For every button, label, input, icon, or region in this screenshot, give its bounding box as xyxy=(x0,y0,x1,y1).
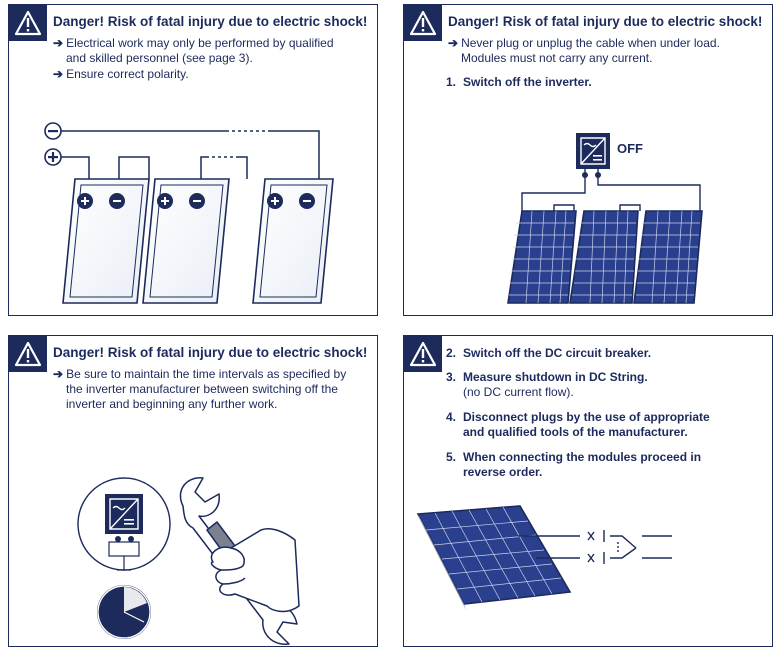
panel2-heading: Danger! Risk of fatal injury due to elec… xyxy=(448,14,763,29)
panel3-bullet-1: ➔Be sure to maintain the time intervals … xyxy=(53,367,347,411)
inverter-icon xyxy=(576,133,610,169)
panel2-step-1: 1.Switch off the inverter. xyxy=(446,75,592,89)
panel4-step-4: 4.Disconnect plugs by the use of appropr… xyxy=(446,410,710,439)
inverter-icon xyxy=(105,494,143,534)
clock-icon xyxy=(97,585,151,639)
panel-switch-off-inverter: Danger! Risk of fatal injury due to elec… xyxy=(403,4,773,316)
wait-before-work-diagram xyxy=(77,477,300,645)
panel1-bullet-1: ➔Electrical work may only be performed b… xyxy=(53,36,334,65)
panel3-heading: Danger! Risk of fatal injury due to elec… xyxy=(53,345,368,360)
panel-polarity: Danger! Risk of fatal injury due to elec… xyxy=(8,4,378,316)
warning-triangle-icon xyxy=(9,336,47,372)
warning-triangle-icon xyxy=(9,5,47,41)
warning-triangle-icon xyxy=(404,5,442,41)
panel4-step-5: 5.When connecting the modules proceed in… xyxy=(446,450,702,479)
panel-disconnect-steps: 2.Switch off the DC circuit breaker. 3.M… xyxy=(403,335,773,647)
panel1-bullet-2: ➔Ensure correct polarity. xyxy=(53,67,189,81)
warning-triangle-icon xyxy=(404,336,442,372)
module-polarity-diagram xyxy=(44,122,334,304)
panel1-heading: Danger! Risk of fatal injury due to elec… xyxy=(53,14,368,29)
panel2-bullet-1: ➔Never plug or unplug the cable when und… xyxy=(448,36,720,65)
panel4-step-2: 2.Switch off the DC circuit breaker. xyxy=(446,346,652,360)
off-label: OFF xyxy=(617,141,643,156)
panel-time-interval: Danger! Risk of fatal injury due to elec… xyxy=(8,335,378,647)
solar-panel-icon xyxy=(507,210,703,304)
inverter-off-diagram xyxy=(507,133,703,304)
panel4-step-3: 3.Measure shutdown in DC String.(no DC c… xyxy=(446,370,648,399)
dc-breaker-diagram xyxy=(416,505,672,610)
